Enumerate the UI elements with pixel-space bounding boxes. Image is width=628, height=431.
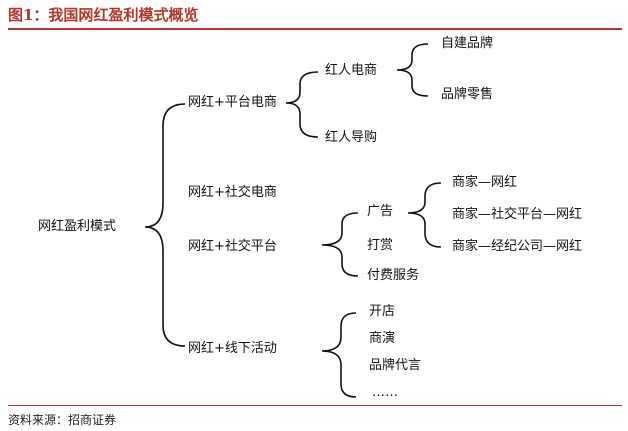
node-red-ecommerce: 红人电商 — [325, 63, 378, 78]
title-rule — [8, 28, 622, 30]
node-ad-chain-1: 商家—网红 — [452, 175, 518, 190]
node-endorsement: 品牌代言 — [369, 358, 422, 373]
node-red-guide: 红人导购 — [325, 130, 378, 145]
platform-brace — [285, 71, 319, 138]
figure-source: 资料来源：招商证券 — [8, 413, 117, 427]
node-brand-retail: 品牌零售 — [441, 87, 494, 102]
branch-offline: 网红+线下活动 — [188, 341, 277, 356]
ads-brace — [407, 182, 442, 248]
branch-platform-ecommerce: 网红+平台电商 — [188, 95, 277, 110]
node-own-brand: 自建品牌 — [441, 36, 494, 51]
node-tips: 打赏 — [367, 238, 394, 253]
offline-brace — [321, 312, 357, 398]
node-ads: 广告 — [367, 204, 394, 219]
root-node: 网红盈利模式 — [38, 219, 117, 234]
root-brace — [144, 103, 186, 347]
node-more: …… — [372, 385, 398, 400]
node-ad-chain-3: 商家—经纪公司—网红 — [452, 239, 583, 254]
node-paid-service: 付费服务 — [367, 268, 420, 283]
branch-social-ecommerce: 网红+社交电商 — [188, 185, 277, 200]
social-platform-brace — [321, 212, 359, 277]
figure-title: 图1：我国网红盈利模式概览 — [8, 6, 199, 24]
node-performance: 商演 — [369, 331, 396, 346]
node-open-store: 开店 — [369, 304, 396, 319]
branch-social-platform: 网红+社交平台 — [188, 239, 277, 254]
node-ad-chain-2: 商家—社交平台—网红 — [452, 207, 583, 222]
red-ecommerce-brace — [396, 43, 429, 97]
source-rule — [8, 405, 622, 406]
